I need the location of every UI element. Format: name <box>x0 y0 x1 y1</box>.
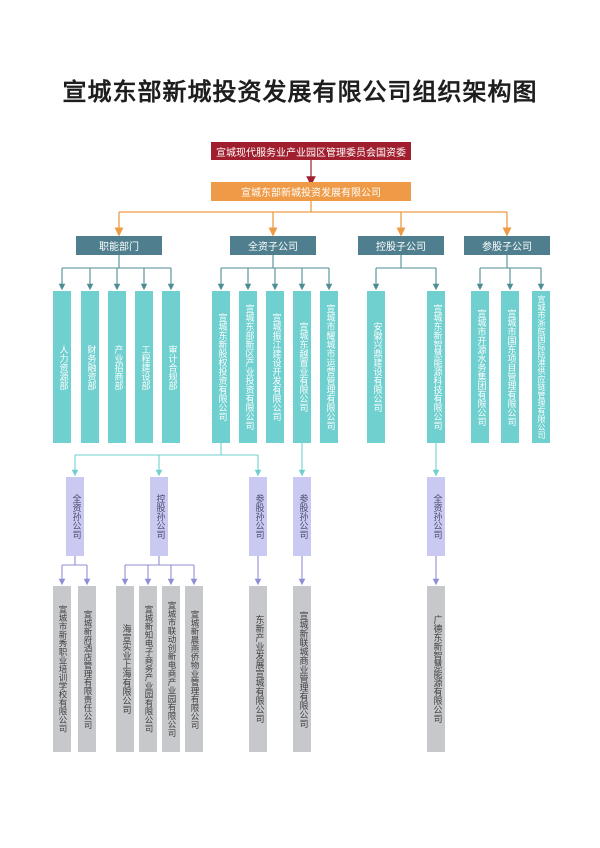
node-category-wholly-owned: 全资子公司 <box>230 236 316 255</box>
node-level4-8: 宣城新联城商业管理有限公司 <box>293 586 311 752</box>
node-participating-1: 宣城市开源水务集团有限公司 <box>471 291 489 443</box>
node-level3-holding: 控股孙公司 <box>150 477 168 556</box>
node-wholly-owned-2: 宣城东部新区产业投资有限公司 <box>239 291 257 443</box>
links-main-categories <box>114 201 512 237</box>
node-dept-investment: 产业招商部 <box>108 291 126 443</box>
node-management-committee: 宣城现代服务业产业园区管理委员会国资委 <box>211 142 411 160</box>
node-level4-9: 广德东新智慧能源有限公司 <box>427 586 445 752</box>
node-participating-2: 宣城市国东项目管理有限公司 <box>501 291 519 443</box>
node-level4-1: 宣城市新秀职业培训学校有限公司 <box>53 586 71 752</box>
node-level4-3: 海宣实业上海有限公司 <box>116 586 134 752</box>
node-wholly-owned-4: 宣城东越置业有限公司 <box>293 291 311 443</box>
node-dept-finance: 财务融资部 <box>81 291 99 443</box>
node-category-holding: 控股子公司 <box>358 236 444 255</box>
chart-title: 宣城东部新城投资发展有限公司组织架构图 <box>62 77 538 106</box>
links-companies-level3 <box>71 443 440 477</box>
links-level3-level4 <box>58 556 440 586</box>
node-main-company: 宣城东部新城投资发展有限公司 <box>211 182 411 201</box>
links-category-children <box>58 255 545 291</box>
node-wholly-owned-3: 宣城振江建设开发有限公司 <box>266 291 284 443</box>
node-holding-1: 安徽兴鼎建设有限公司 <box>367 291 385 443</box>
node-level3-wholly-owned-1: 全资孙公司 <box>66 477 84 556</box>
node-level3-wholly-owned-2: 全资孙公司 <box>427 477 445 556</box>
node-dept-hr: 人力资源部 <box>53 291 71 443</box>
node-dept-engineering: 工程建设部 <box>135 291 153 443</box>
node-holding-2: 宣城东新智慧能源科技有限公司 <box>427 291 445 443</box>
node-category-participating: 参股子公司 <box>464 236 550 255</box>
node-level3-participating-2: 参股孙公司 <box>293 477 311 556</box>
node-participating-3: 宣城市浙皖国际陆港供应链管理有限公司 <box>532 291 550 443</box>
node-level3-participating-1: 参股孙公司 <box>249 477 267 556</box>
node-wholly-owned-1: 宣城东新股权投资有限公司 <box>212 291 230 443</box>
node-level4-4: 宣城新知电子商务产业园有限公司 <box>139 586 157 752</box>
node-wholly-owned-5: 宣城市耀城市运营管理有限公司 <box>320 291 338 443</box>
node-level4-5: 宣城市联动创新电商产业园有限公司 <box>162 586 180 752</box>
node-level4-2: 宣城新府酒店管理有限责任公司 <box>78 586 96 752</box>
node-level4-6: 宣城新晨燕侨物业管理有限公司 <box>185 586 203 752</box>
node-level4-7: 东新产业发展宣城有限公司 <box>249 586 267 752</box>
node-category-functional: 职能部门 <box>76 236 162 255</box>
node-dept-audit: 审计合规部 <box>162 291 180 443</box>
